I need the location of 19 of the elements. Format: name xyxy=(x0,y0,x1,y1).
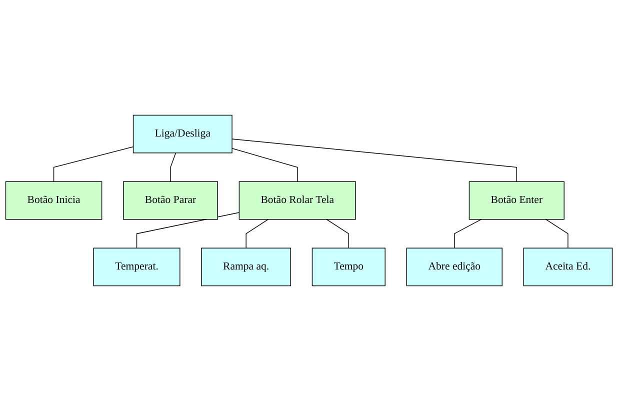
connector xyxy=(53,146,134,182)
node-box: Abre edição xyxy=(406,248,502,286)
node-box: Botão Rolar Tela xyxy=(238,181,356,220)
connector xyxy=(232,138,518,182)
connector xyxy=(246,219,269,248)
connector xyxy=(326,219,350,248)
connector xyxy=(232,148,298,182)
node-box: Temperat. xyxy=(93,248,180,286)
node-box: Liga/Desliga xyxy=(132,114,232,154)
node-box: Botão Parar xyxy=(123,181,218,220)
connector xyxy=(170,152,176,182)
connector xyxy=(136,212,240,248)
node-box: Aceita Ed. xyxy=(523,248,613,286)
node-box: Tempo xyxy=(312,248,386,286)
node-box: Botão Enter xyxy=(468,181,564,220)
node-box: Botão Inicia xyxy=(5,181,102,220)
connector xyxy=(454,219,482,248)
connector xyxy=(545,219,568,248)
node-box: Rampa aq. xyxy=(201,248,292,286)
